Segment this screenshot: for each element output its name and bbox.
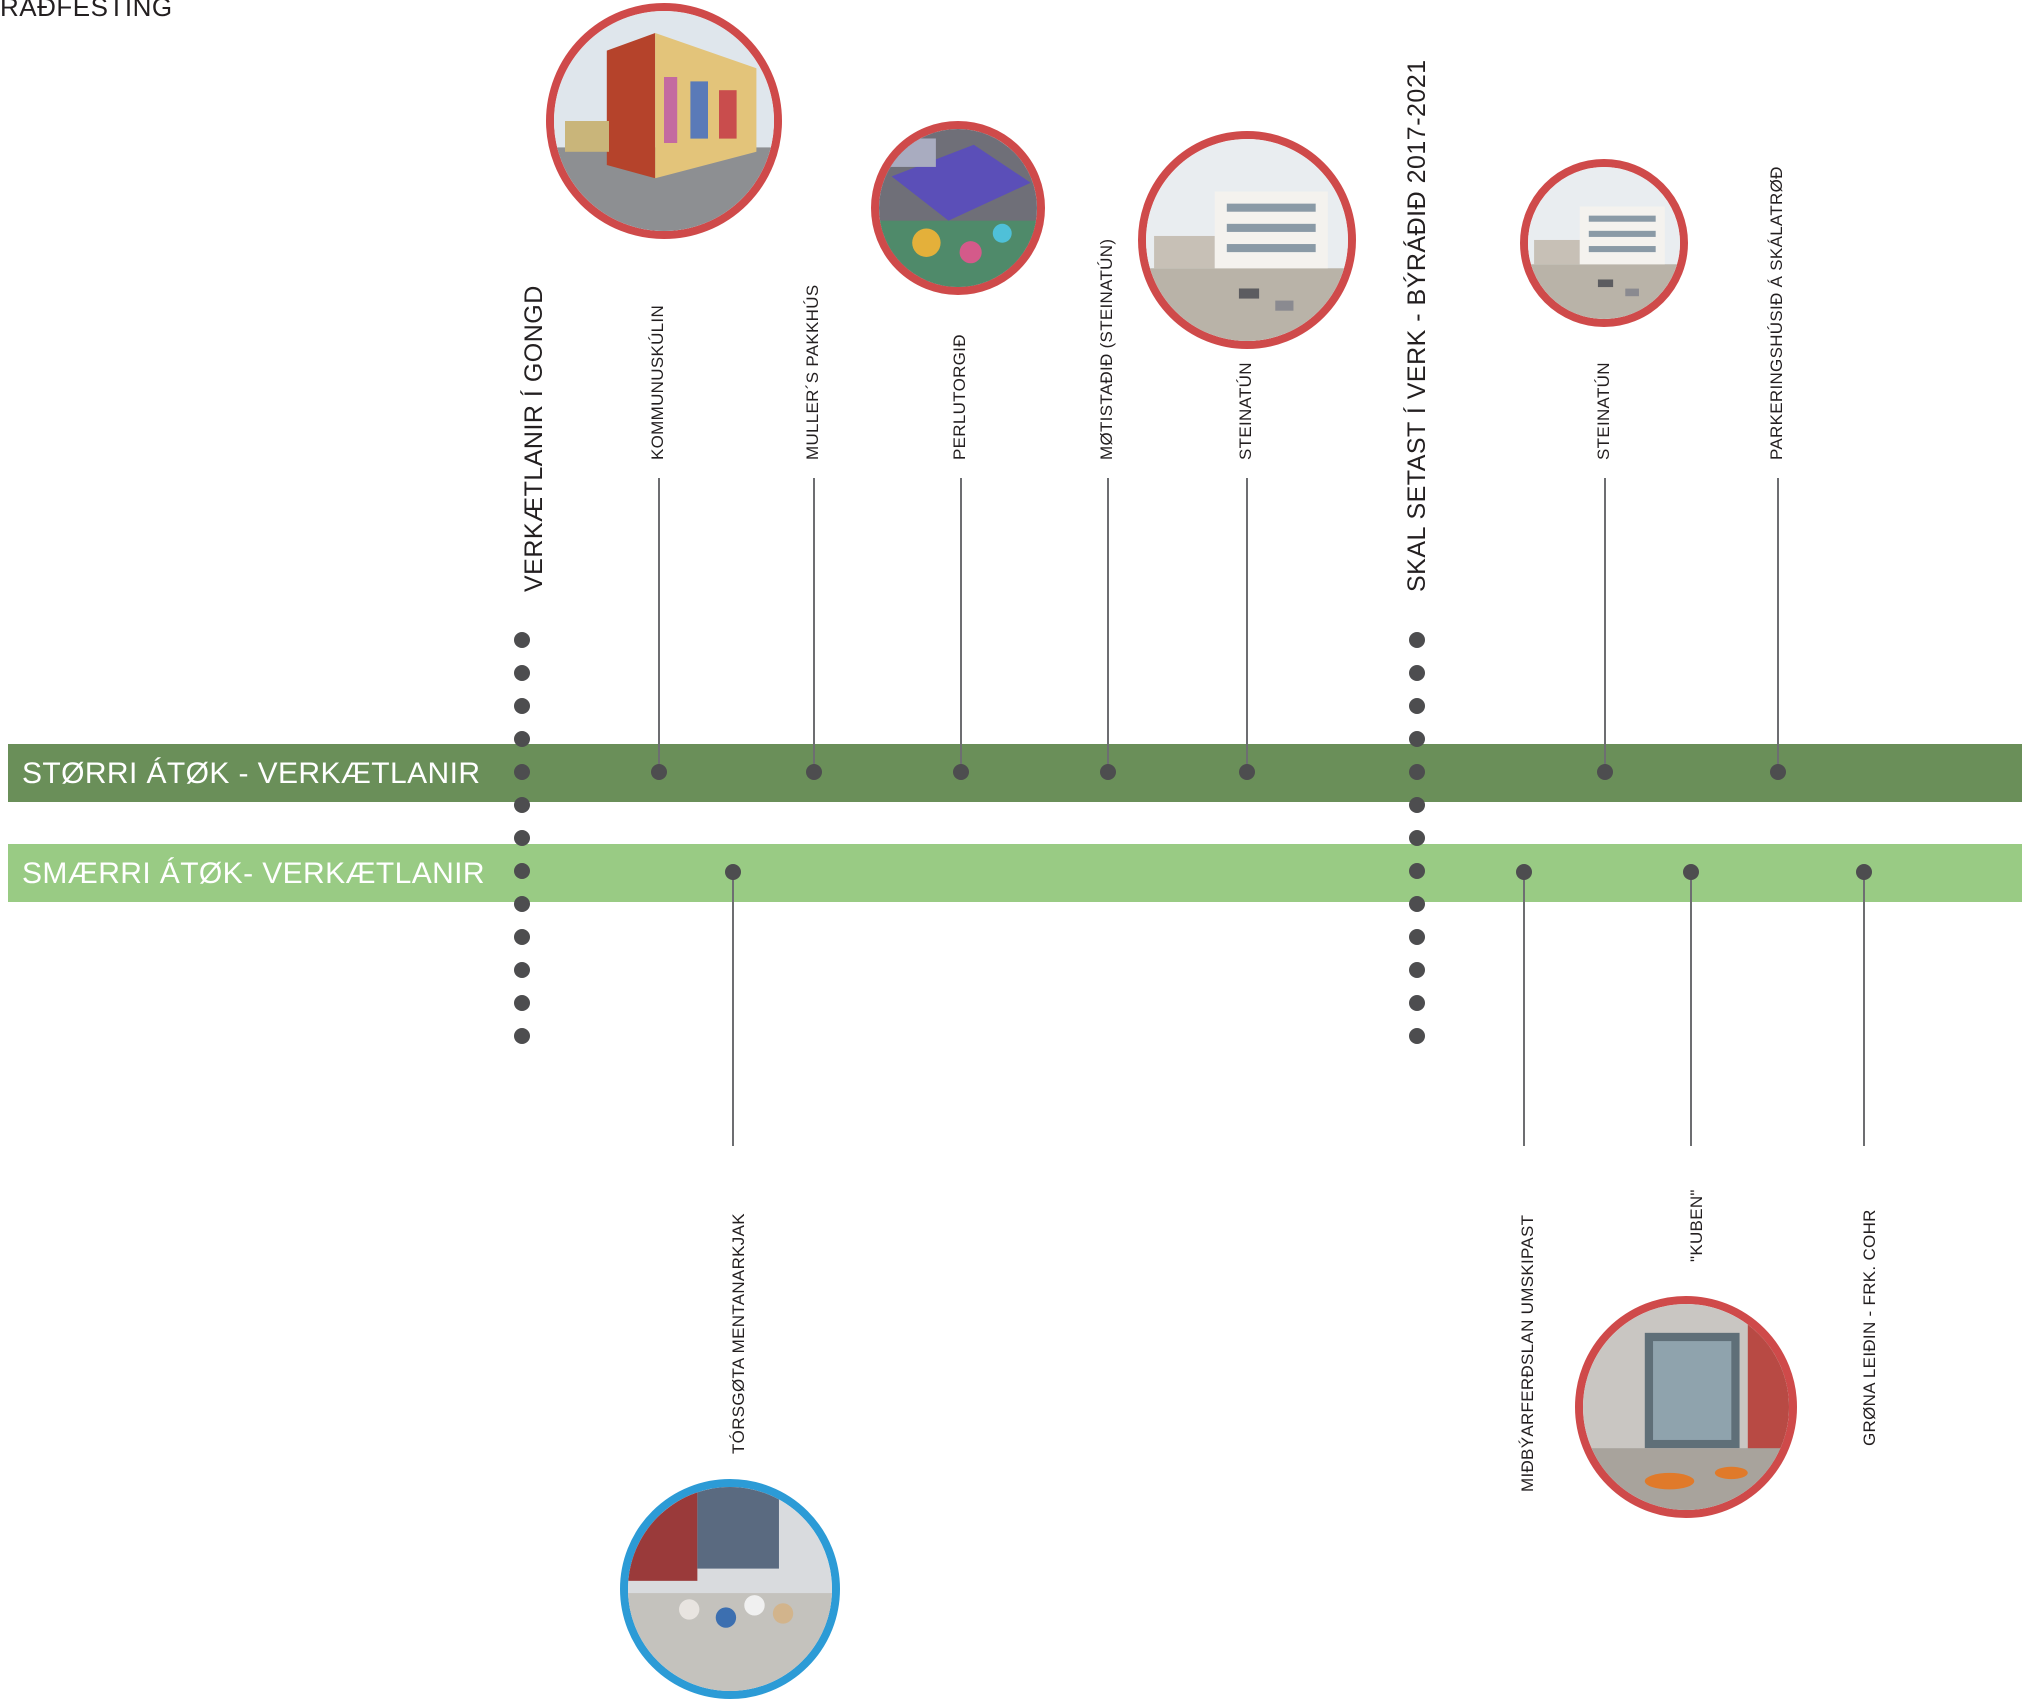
project-label-torsgota: TÓRSGØTA MENTANARKJAK <box>729 1213 748 1454</box>
photo-steinatun-2 <box>1520 159 1688 327</box>
divider-dot <box>1409 1028 1425 1044</box>
timeline-dot <box>806 764 822 780</box>
divider-dot <box>1409 632 1425 648</box>
phase-label-ongoing: VERKÆTLANIR Í GONGD <box>520 285 548 592</box>
connector-line <box>1604 478 1606 772</box>
connector-line <box>658 478 660 772</box>
divider-dot <box>514 764 530 780</box>
project-label-muller-pakkhus: MULLER´S PAKKHÚS <box>803 284 822 460</box>
divider-dot <box>514 665 530 681</box>
timeline-dot <box>1770 764 1786 780</box>
timeline-dot <box>725 864 741 880</box>
photo-steinatun <box>1138 131 1356 349</box>
timeline-dot <box>1239 764 1255 780</box>
divider-dot <box>514 863 530 879</box>
photo-kuben <box>1575 1296 1797 1518</box>
timeline-dot <box>1100 764 1116 780</box>
minor-projects-band: SMÆRRI ÁTØK- VERKÆTLANIR <box>8 844 2022 902</box>
timeline-dot <box>1597 764 1613 780</box>
project-label-kuben: "KUBEN" <box>1687 1189 1706 1262</box>
connector-line <box>732 872 734 1146</box>
divider-dot <box>1409 698 1425 714</box>
divider-dot <box>1409 896 1425 912</box>
divider-dot <box>514 896 530 912</box>
divider-dot <box>1409 962 1425 978</box>
connector-line <box>1107 478 1109 772</box>
timeline-dot <box>953 764 969 780</box>
timeline-dot <box>1683 864 1699 880</box>
timeline-dot <box>1516 864 1532 880</box>
photo-perlutorgid <box>871 121 1045 295</box>
connector-line <box>1690 872 1692 1146</box>
timeline-dot <box>1856 864 1872 880</box>
major-projects-band: STØRRI ÁTØK - VERKÆTLANIR <box>8 744 2022 802</box>
divider-dot <box>514 929 530 945</box>
divider-dot <box>514 1028 530 1044</box>
divider-dot <box>514 698 530 714</box>
connector-line <box>1523 872 1525 1146</box>
minor-band-label: SMÆRRI ÁTØK- VERKÆTLANIR <box>22 857 485 890</box>
divider-dot <box>1409 797 1425 813</box>
divider-dot <box>1409 995 1425 1011</box>
phase-label-planned: SKAL SETAST Í VERK - BÝRÁÐIÐ 2017-2021 <box>1403 59 1431 592</box>
divider-dot <box>514 962 530 978</box>
project-label-grona-leidin: GRØNA LEIÐIN - FRK. COHR <box>1860 1209 1879 1446</box>
connector-line <box>1246 478 1248 772</box>
connector-line <box>1863 872 1865 1146</box>
photo-torsgota <box>620 1479 840 1699</box>
project-label-parkeringshusid: PARKERINGSHÚSIÐ Á SKÁLATRØÐ <box>1767 166 1786 460</box>
divider-dot <box>1409 830 1425 846</box>
major-band-label: STØRRI ÁTØK - VERKÆTLANIR <box>22 757 481 790</box>
page-title: RAÐFESTING <box>0 0 173 22</box>
project-label-motistadid: MØTISTAÐIÐ (STEINATÚN) <box>1097 238 1116 460</box>
divider-dot <box>1409 863 1425 879</box>
photo-kommunuskulin <box>546 3 782 239</box>
project-label-perlutorgid: PERLUTORGIÐ <box>950 334 969 460</box>
connector-line <box>813 478 815 772</box>
divider-dot <box>514 632 530 648</box>
divider-dot <box>1409 665 1425 681</box>
divider-dot <box>514 797 530 813</box>
project-label-steinatun: STEINATÚN <box>1236 362 1255 460</box>
connector-line <box>1777 478 1779 772</box>
divider-dot <box>1409 731 1425 747</box>
divider-dot <box>1409 764 1425 780</box>
timeline-dot <box>651 764 667 780</box>
divider-dot <box>1409 929 1425 945</box>
divider-dot <box>514 731 530 747</box>
project-label-midbyarferdslan: MIÐBÝARFERÐSLAN UMSKIPAST <box>1518 1214 1537 1492</box>
connector-line <box>960 478 962 772</box>
divider-dot <box>514 995 530 1011</box>
project-label-steinatun-2: STEINATÚN <box>1594 362 1613 460</box>
project-label-kommunuskulin: KOMMUNUSKÚLIN <box>648 304 667 460</box>
divider-dot <box>514 830 530 846</box>
